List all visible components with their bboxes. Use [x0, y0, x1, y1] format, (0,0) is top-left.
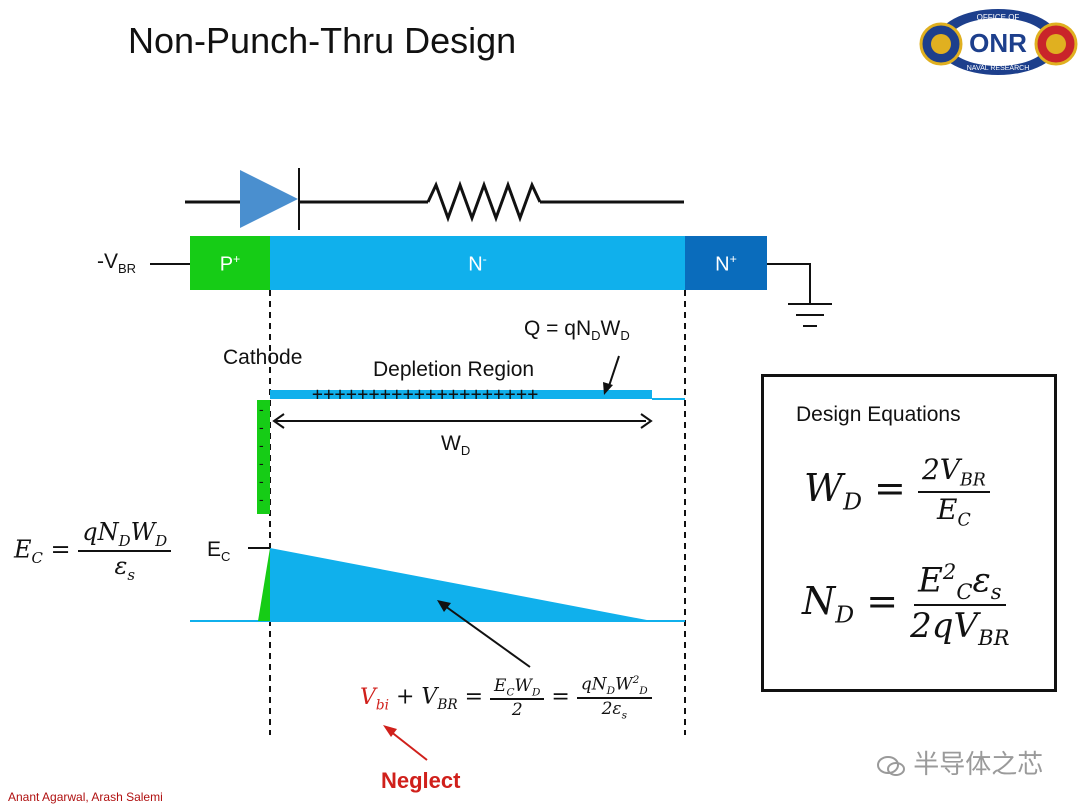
wd-fraction: 2VBR EC [917, 453, 990, 530]
field-arrow-head [437, 600, 451, 612]
minus-charge: - [259, 437, 264, 453]
design-equations-heading: Design Equations [796, 403, 961, 426]
field-arrow-line [444, 605, 531, 668]
terminal-label: -VBR [97, 250, 137, 277]
design-equations-box: Design Equations WD = 2VBR EC ND = E2Cεs… [761, 374, 1057, 692]
minus-charge: - [259, 401, 264, 417]
slide-title: Non-Punch-Thru Design [128, 20, 517, 61]
neglect-arrow-line [389, 730, 428, 761]
minus-charge: - [259, 491, 264, 507]
q-arrow-head [603, 382, 613, 395]
logo-top-text: OFFICE OF [977, 13, 1020, 22]
positive-charge-bar [270, 390, 652, 399]
onr-logo: OFFICE OF ONR NAVAL RESEARCH [919, 9, 1078, 75]
negative-charges: - - - - - - [259, 400, 269, 508]
minus-charge: - [259, 473, 264, 489]
vbi-term: Vbi [360, 684, 389, 714]
neglect-label: Neglect [381, 768, 461, 793]
n-minus-region [270, 236, 685, 290]
depletion-region-label: Depletion Region [373, 358, 535, 381]
resistor-symbol [426, 180, 542, 223]
field-triangle-n [270, 548, 652, 621]
charge-equation-label: Q = qNDWD [524, 317, 630, 344]
wd-design-equation: WD = 2VBR EC [804, 453, 990, 530]
watermark: 半导体之芯 [876, 744, 1043, 781]
voltage-fraction-2: qNDW2D 2εs [576, 674, 652, 721]
minus-charge: - [259, 419, 264, 435]
nd-design-equation: ND = E2Cεs 2qVBR [802, 559, 1010, 650]
wd-arrow-left [272, 413, 285, 429]
author-footer: Anant Agarwal, Arash Salemi [8, 790, 163, 804]
voltage-equation: Vbi + VBR = ECWD 2 = qNDW2D 2εs [360, 674, 652, 721]
field-equation: EC = qNDWD εs [14, 518, 172, 584]
q-arrow-line [607, 355, 620, 390]
cathode-label: Cathode [223, 346, 303, 369]
negative-charge-bar [257, 400, 270, 514]
minus-charge: - [259, 455, 264, 471]
field-fraction: qNDWD εs [78, 518, 172, 584]
positive-charges: ++++++++++++++++++++ [312, 384, 539, 405]
p-region-label: P+ [219, 252, 241, 276]
field-sliver-p [258, 548, 270, 621]
wd-label: WD [441, 432, 471, 459]
voltage-fraction-1: ECWD 2 [490, 676, 545, 720]
ec-label: EC [207, 538, 231, 565]
logo-mid-text: ONR [969, 28, 1027, 58]
wd-arrow-right [640, 413, 653, 429]
ground-wire [767, 263, 811, 304]
wechat-icon [877, 756, 905, 777]
diode-symbol [240, 170, 298, 228]
nplus-region-label: N+ [715, 252, 737, 276]
neglect-arrow-head [383, 725, 397, 737]
n-plus-region [685, 236, 767, 290]
n-region-label: N- [468, 252, 487, 276]
nd-fraction: E2Cεs 2qVBR [910, 559, 1010, 650]
logo-bottom-text: NAVAL RESEARCH [967, 65, 1030, 72]
p-plus-region [190, 236, 270, 290]
